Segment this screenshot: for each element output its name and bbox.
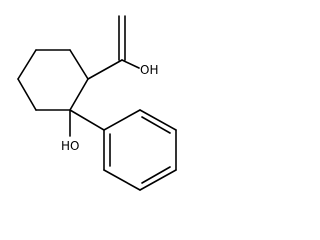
- cyclohexane-ring: [17, 49, 89, 111]
- carboxyl-group: OH: [87, 15, 158, 80]
- c-phenyl-bond: [69, 109, 105, 131]
- ring-bond: [139, 109, 177, 131]
- hydroxyl-ho-label: HO: [61, 139, 79, 153]
- molecule-diagram: OH HO: [17, 15, 177, 191]
- ring-bond: [17, 78, 37, 111]
- structure-canvas: OH HO: [0, 0, 182, 194]
- ring-bond: [17, 49, 37, 80]
- phenyl-ring: [69, 109, 177, 191]
- ring-bond: [103, 109, 141, 131]
- ring-bond: [103, 169, 141, 191]
- hydroxyl-group: HO: [61, 109, 79, 153]
- ring-bond: [139, 169, 177, 191]
- ring-bond: [69, 49, 89, 80]
- carboxyl-oh-label: OH: [140, 63, 158, 77]
- ring-bond: [69, 78, 89, 111]
- c-carboxyl-bond: [87, 59, 123, 80]
- aromatic-double-bond: [141, 166, 171, 184]
- aromatic-double-bond: [141, 116, 171, 134]
- c-oh-bond: [121, 59, 140, 69]
